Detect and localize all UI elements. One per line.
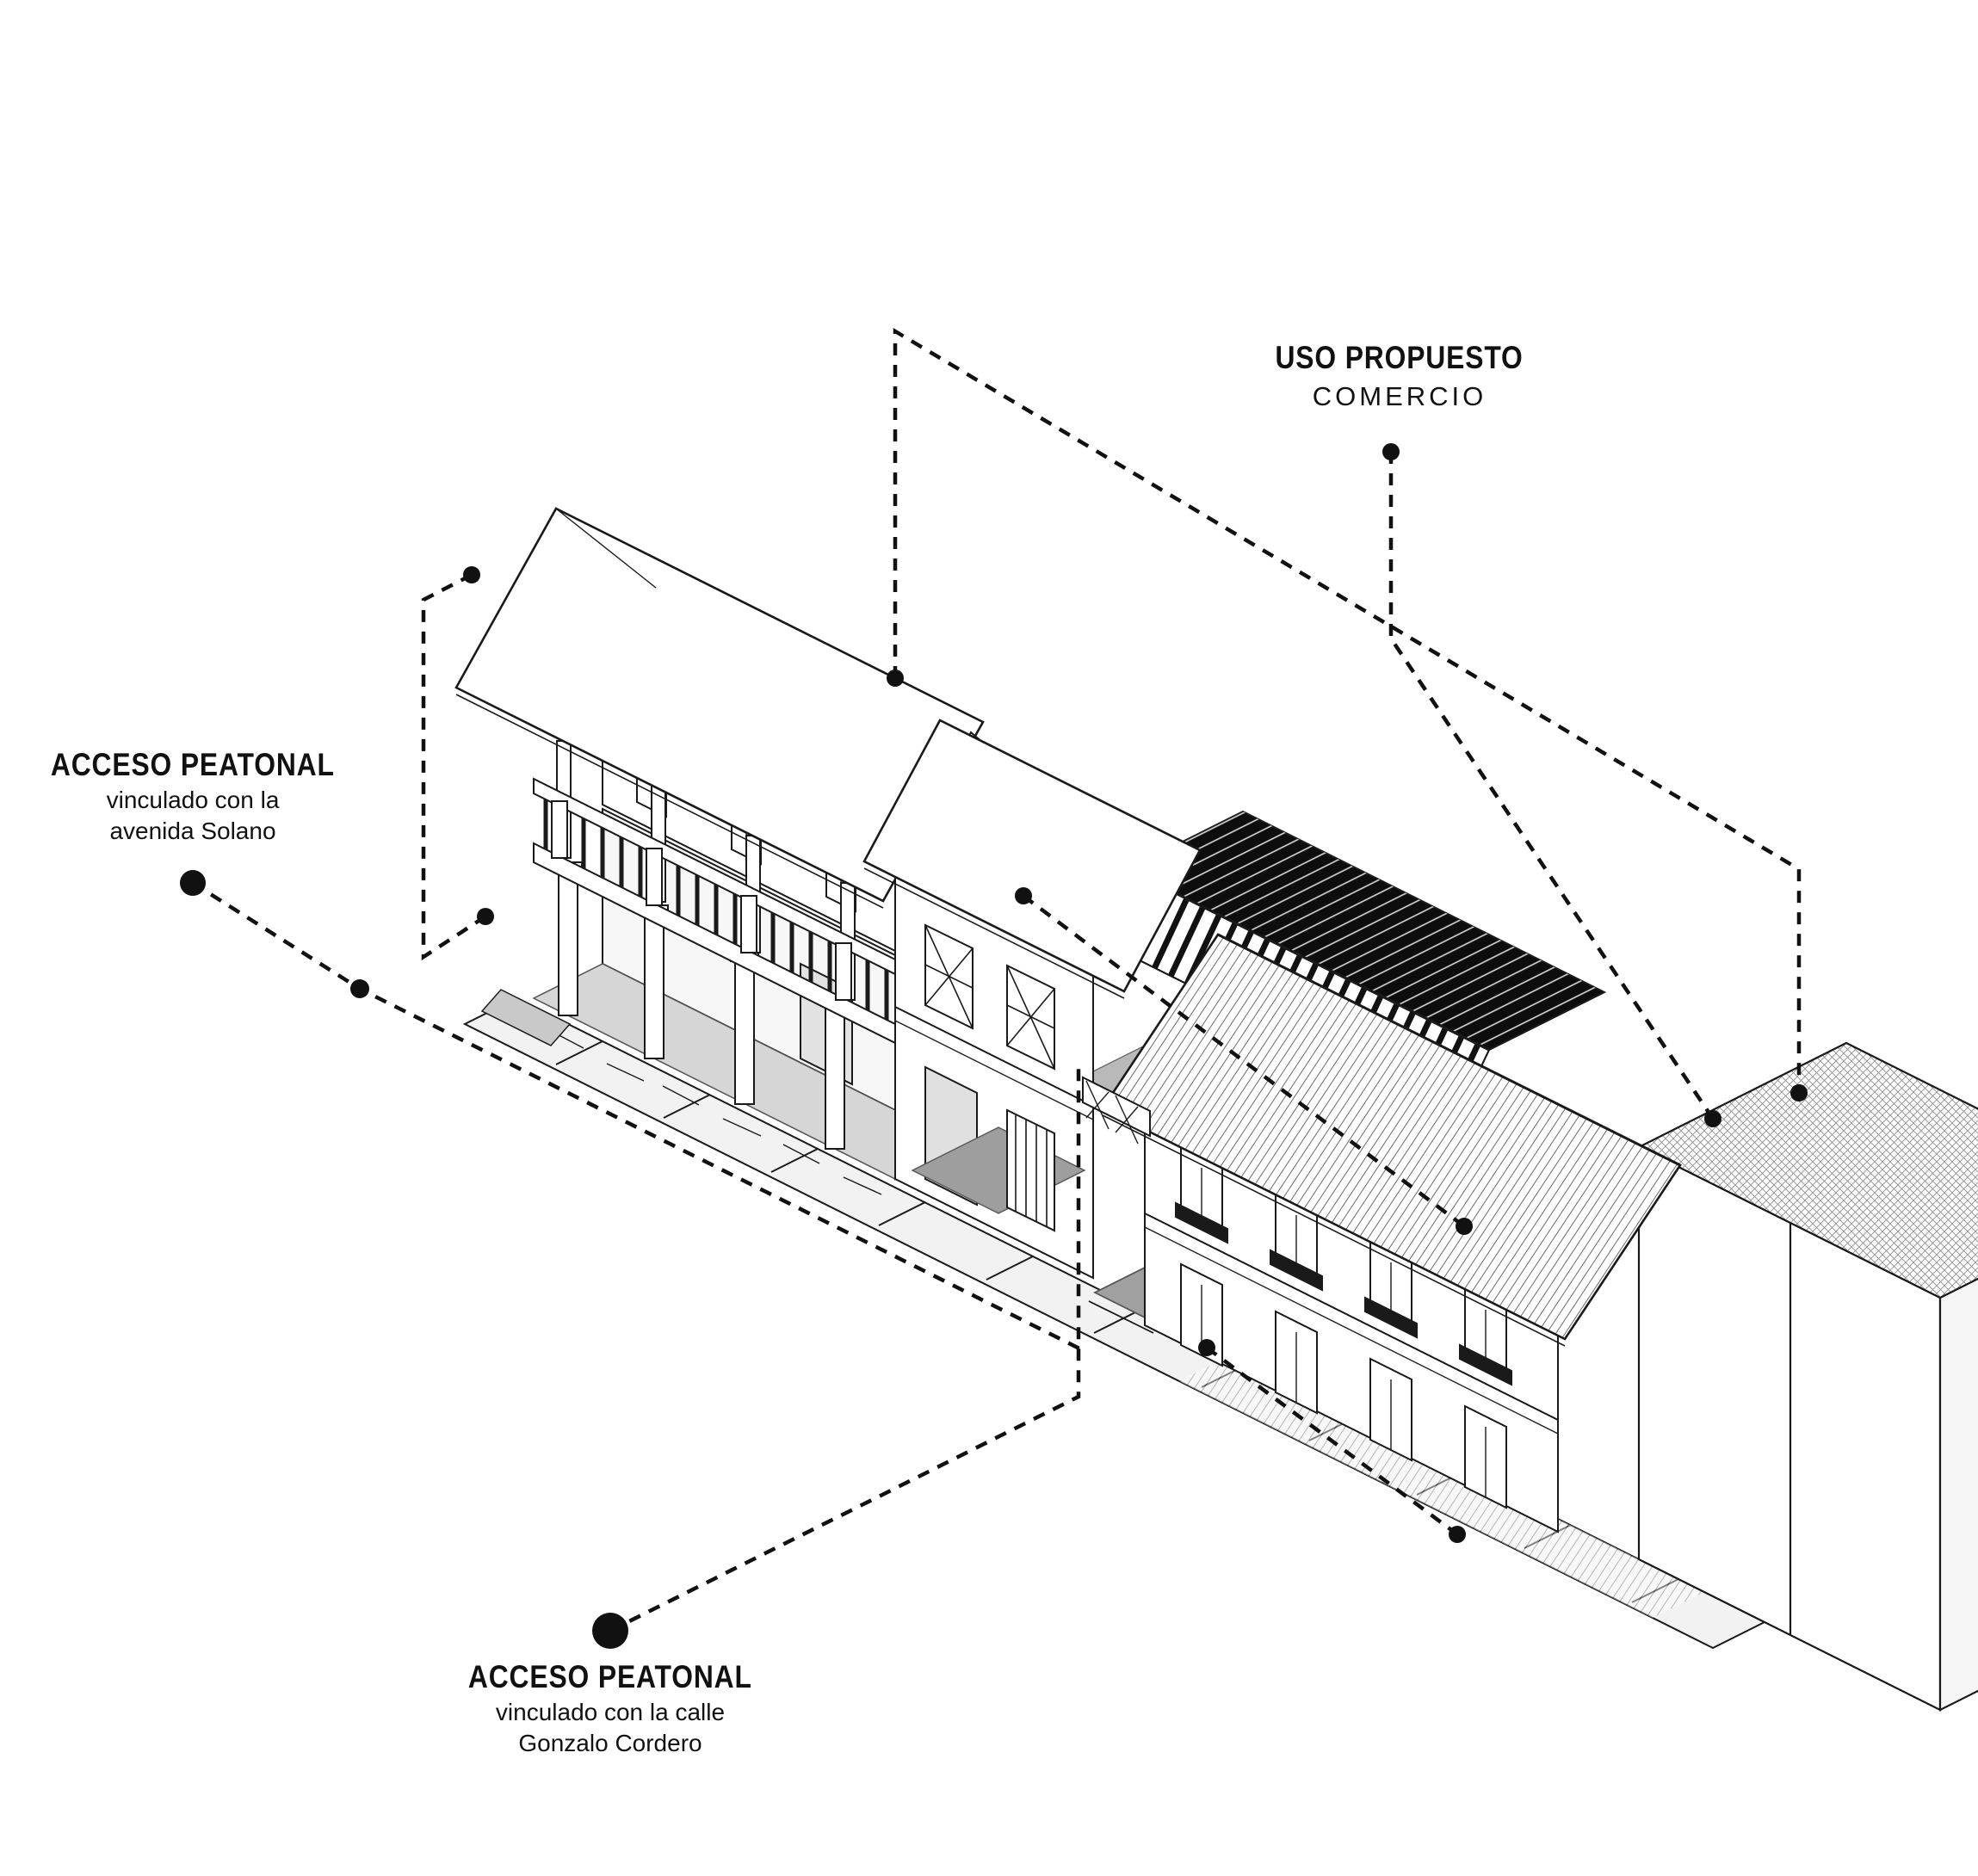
leader-dot <box>1198 1339 1215 1356</box>
house-center-roof <box>862 719 1202 993</box>
house-right <box>1082 933 1682 1534</box>
leader-dot <box>350 979 369 998</box>
leader-roof-to-rear <box>893 328 1802 1093</box>
leader-dot <box>1382 443 1400 460</box>
acceso-cordero-line1: vinculado con la calle <box>495 1699 726 1725</box>
leader-dots <box>180 443 1808 1649</box>
leader-dot-cordero <box>592 1613 628 1649</box>
leader-dot <box>1456 1218 1473 1235</box>
label-uso-propuesto: USO PROPUESTO COMERCIO <box>1202 340 1598 412</box>
leader-lines <box>191 328 1802 1633</box>
leader-dot <box>463 566 480 583</box>
acceso-cordero-line2: Gonzalo Cordero <box>518 1730 702 1756</box>
label-acceso-solano: ACCESO PEATONAL vinculado con la avenida… <box>21 747 365 845</box>
label-acceso-cordero: ACCESO PEATONAL vinculado con la calle G… <box>421 1659 800 1757</box>
rear-block <box>1636 1041 1978 1712</box>
acceso-cordero-title: ACCESO PEATONAL <box>468 1659 752 1694</box>
house-center <box>862 719 1202 1280</box>
leader-cordero <box>609 1065 1081 1633</box>
leader-dot <box>1790 1084 1808 1102</box>
leader-dot <box>1015 887 1032 904</box>
leader-dot <box>477 908 494 925</box>
leader-dot <box>1704 1110 1721 1127</box>
leader-dot <box>887 670 904 687</box>
leader-center-roofs <box>1022 894 1466 1228</box>
house-left-roof <box>454 507 985 903</box>
uso-propuesto-title: USO PROPUESTO <box>1275 340 1524 375</box>
acceso-solano-line2: avenida Solano <box>109 818 276 844</box>
acceso-solano-title: ACCESO PEATONAL <box>51 747 335 782</box>
rear-block-roof <box>1636 1041 1978 1299</box>
house-left <box>454 507 985 1180</box>
leader-dot-solano <box>180 870 206 896</box>
acceso-solano-line1: vinculado con la <box>106 787 280 813</box>
leader-access-right <box>1205 1346 1459 1536</box>
uso-propuesto-subtitle: COMERCIO <box>1312 381 1487 411</box>
leader-dot <box>1449 1526 1466 1543</box>
leader-portico <box>421 573 487 961</box>
